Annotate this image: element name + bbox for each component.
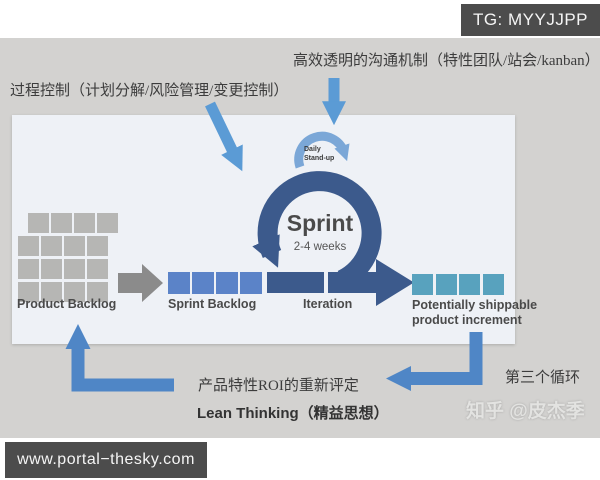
backlog-square <box>482 274 504 295</box>
sprint-backlog-label: Sprint Backlog <box>168 297 257 311</box>
backlog-square <box>51 213 72 233</box>
annotation-communication: 高效透明的沟通机制（特性团队/站会/kanban） <box>293 53 600 69</box>
url-badge: www.portal−thesky.com <box>5 442 207 478</box>
backlog-square <box>87 282 108 302</box>
product-backlog-label: Product Backlog <box>17 297 117 311</box>
backlog-square <box>18 282 39 302</box>
product-backlog-row <box>28 213 118 233</box>
backlog-square <box>216 272 238 294</box>
backlog-square <box>74 213 95 233</box>
backlog-square <box>41 282 62 302</box>
backlog-square <box>28 213 49 233</box>
zhihu-watermark: 知乎 @皮杰季 <box>466 401 585 422</box>
tg-badge-text: TG: MYYJJPP <box>472 10 589 29</box>
increment-label-line1: Potentially shippable <box>412 298 538 312</box>
increment-label: Potentially shippable product increment <box>412 298 537 327</box>
annotation-process-control: 过程控制（计划分解/风险管理/变更控制） <box>10 83 289 99</box>
url-badge-text: www.portal−thesky.com <box>17 451 195 468</box>
backlog-square <box>18 236 39 256</box>
product-backlog-row <box>18 259 108 279</box>
backlog-square <box>41 236 62 256</box>
backlog-square <box>64 259 85 279</box>
sprint-duration-label: 2-4 weeks <box>293 241 347 253</box>
backlog-square <box>168 272 190 294</box>
product-backlog-row <box>18 236 108 256</box>
backlog-square <box>97 213 118 233</box>
backlog-square <box>87 236 108 256</box>
increment-squares <box>412 274 504 295</box>
daily-standup-label: Daily Stand-up <box>304 146 334 163</box>
iteration-label: Iteration <box>303 297 353 311</box>
backlog-square <box>435 274 457 295</box>
backlog-square <box>41 259 62 279</box>
backlog-square <box>412 274 433 295</box>
backlog-square <box>192 272 214 294</box>
backlog-square <box>87 259 108 279</box>
daily-standup-line1: Daily <box>304 146 321 153</box>
backlog-square <box>64 236 85 256</box>
sprint-backlog-squares <box>168 272 262 294</box>
sprint-label: Sprint <box>286 210 354 236</box>
backlog-square <box>240 272 262 294</box>
annotation-third-cycle: 第三个循环 <box>505 370 581 386</box>
backlog-square <box>18 259 39 279</box>
annotation-lean-thinking: Lean Thinking（精益思想） <box>197 405 389 422</box>
product-backlog-row <box>18 282 108 302</box>
tg-badge: TG: MYYJJPP <box>461 4 600 36</box>
daily-standup-line2: Stand-up <box>304 154 335 162</box>
backlog-square <box>459 274 480 295</box>
backlog-square <box>64 282 85 302</box>
increment-label-line2: product increment <box>412 312 522 327</box>
annotation-roi-reassess: 产品特性ROI的重新评定 <box>198 378 359 394</box>
